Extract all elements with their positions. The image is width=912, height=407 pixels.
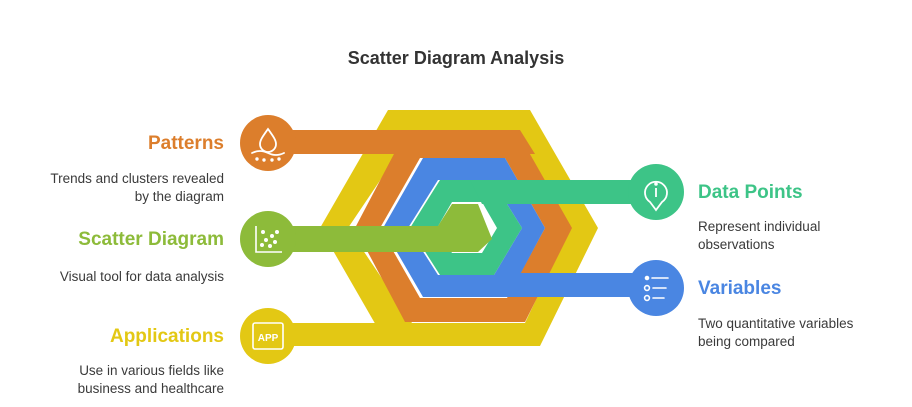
green-connector [470,180,660,204]
list-icon [643,275,669,302]
yellow-connector [268,323,430,346]
variables-desc-line: being compared [698,334,795,349]
applications-icon-circle: APP [240,308,296,364]
patterns-title: Patterns [147,133,224,154]
scatter-diagram-title: Scatter Diagram [78,229,224,250]
data-points-desc-line: Represent individual [698,219,821,234]
scatter-diagram-desc: Visual tool for data analysis [60,268,224,286]
variables-title: Variables [698,278,782,299]
app-icon-text: APP [258,333,279,344]
info-pin-icon [644,180,668,212]
patterns-desc-line: Trends and clusters revealed [50,171,224,186]
water-drop-icon [251,127,285,162]
variables-desc: Two quantitative variables being compare… [698,315,853,351]
patterns-desc-line: by the diagram [134,189,224,204]
scatter-plot-icon [255,226,282,253]
applications-desc: Use in various fields like business and … [78,362,224,398]
patterns-desc: Trends and clusters revealed by the diag… [50,170,224,206]
applications-desc-line: business and healthcare [77,381,224,396]
patterns-icon-circle [240,115,296,171]
data-points-title: Data Points [698,182,803,203]
scatter-diagram-icon-circle [240,211,296,267]
variables-desc-line: Two quantitative variables [698,316,854,331]
applications-title: Applications [109,326,224,347]
variables-icon-circle [628,260,684,316]
scatter-diagram-desc-line: Visual tool for data analysis [59,269,224,284]
data-points-desc: Represent individual observations [698,218,820,254]
orange-connector [268,130,535,154]
lime-bar [268,204,492,252]
blue-connector [488,273,660,297]
data-points-desc-line: observations [698,237,775,252]
applications-desc-line: Use in various fields like [79,363,224,378]
data-points-icon-circle [628,164,684,220]
app-icon [252,322,284,350]
diagram-title: Scatter Diagram Analysis [347,48,565,68]
